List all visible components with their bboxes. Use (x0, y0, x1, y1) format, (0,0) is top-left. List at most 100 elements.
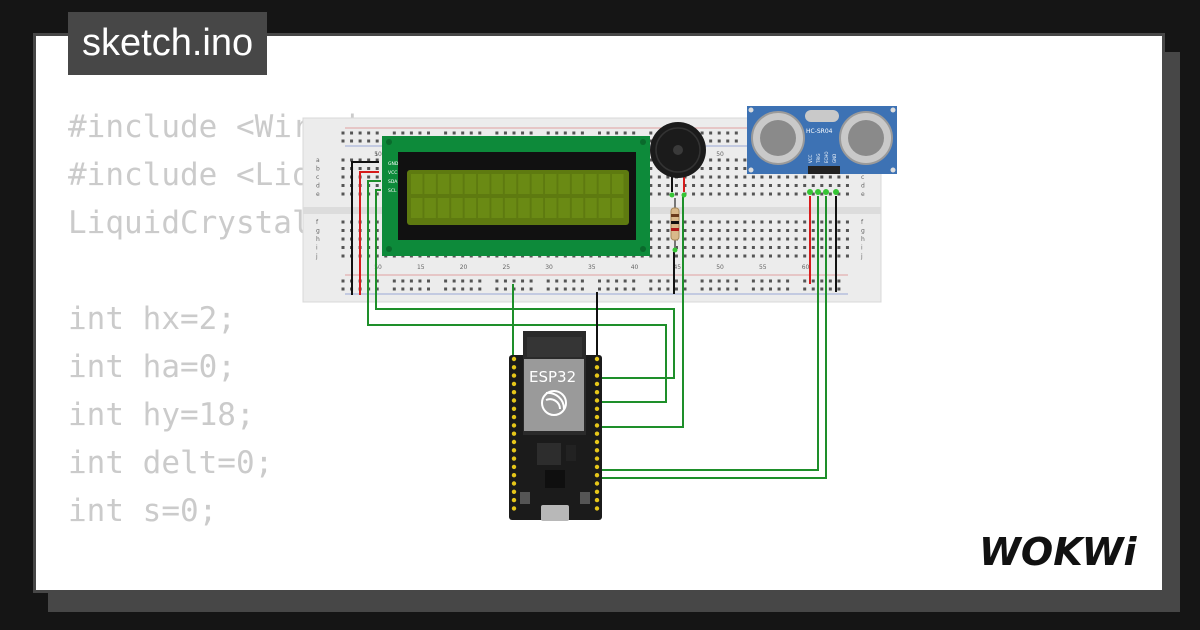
breadboard-label: 15 (417, 264, 425, 271)
breadboard-rail-hole (649, 131, 653, 135)
breadboard-hole (375, 237, 379, 241)
breadboard-hole (845, 184, 849, 187)
breadboard-rail-hole (734, 279, 738, 283)
breadboard-rail-hole (820, 287, 824, 291)
breadboard-rail-hole (769, 287, 772, 291)
breadboard-rail-hole (358, 131, 362, 135)
breadboard-hole (375, 184, 379, 187)
breadboard-hole (709, 254, 713, 258)
breadboard-hole (692, 237, 696, 241)
breadboard-hole (760, 254, 764, 258)
breadboard-hole (734, 254, 738, 258)
breadboard-hole (717, 220, 721, 224)
breadboard-hole (811, 229, 815, 232)
breadboard-hole (717, 175, 721, 179)
breadboard-rail-hole (649, 139, 653, 143)
lcd-char-cell (558, 198, 570, 218)
breadboard-rail-hole (606, 287, 610, 291)
esp32-pin (511, 473, 517, 478)
breadboard-rail-hole (409, 287, 413, 291)
breadboard-hole (760, 184, 764, 187)
breadboard-rail-hole (375, 139, 379, 143)
breadboard-hole (777, 192, 781, 196)
breadboard-hole (803, 246, 807, 249)
breadboard-hole (777, 237, 781, 241)
breadboard-rail-hole (734, 139, 738, 143)
lcd-char-cell (518, 198, 530, 218)
breadboard-rail-hole (700, 131, 704, 135)
breadboard-label: 10 (374, 264, 382, 271)
breadboard-hole (649, 184, 653, 187)
breadboard-hole (341, 158, 345, 162)
breadboard-rail-hole (503, 287, 507, 291)
breadboard-hole (717, 229, 721, 232)
breadboard-hole (700, 175, 704, 179)
ultrasonic-sensor: HC-SR04 VCC TRIG ECHO GND (747, 106, 897, 174)
esp32-pin (594, 489, 600, 494)
lcd-char-cell (424, 174, 436, 194)
breadboard-rail-hole (726, 139, 730, 143)
breadboard-rail-hole (726, 279, 730, 283)
esp32-pin (594, 506, 600, 511)
breadboard-hole (811, 175, 815, 179)
breadboard-hole (726, 246, 730, 249)
breadboard-rail-hole (478, 131, 482, 135)
lcd-char-cell (571, 198, 584, 218)
breadboard-rail-hole (837, 279, 841, 283)
breadboard-hole (794, 246, 798, 249)
breadboard-hole (726, 158, 730, 162)
breadboard-hole (760, 192, 764, 196)
breadboard-hole (751, 192, 755, 196)
breadboard-rail-hole (700, 279, 704, 283)
lcd-char-cell (531, 174, 544, 194)
breadboard-hole (700, 229, 704, 232)
lcd-char-cell (518, 174, 530, 194)
breadboard-hole (828, 246, 832, 249)
breadboard-hole (717, 254, 721, 258)
breadboard-rail-hole (606, 131, 610, 135)
breadboard-hole (341, 167, 345, 170)
lcd-char-cell (464, 198, 477, 218)
file-tab[interactable]: sketch.ino (68, 12, 268, 75)
code-line: int hx=2; (68, 301, 236, 337)
breadboard-rail-hole (521, 279, 525, 283)
lcd-char-cell (545, 174, 557, 194)
breadboard-hole (828, 220, 832, 224)
breadboard-hole (734, 192, 738, 196)
esp32-pin (594, 381, 600, 387)
breadboard-hole (803, 175, 807, 179)
breadboard-hole (666, 246, 670, 249)
breadboard-rail-hole (469, 131, 473, 135)
breadboard-hole (700, 237, 704, 241)
breadboard-hole (666, 184, 670, 187)
wokwi-logo: WOKWi (979, 530, 1138, 574)
breadboard-rail-hole (811, 279, 815, 283)
breadboard-hole (786, 254, 790, 258)
breadboard-hole (375, 192, 379, 196)
breadboard-hole (751, 229, 755, 232)
breadboard-label: 10 (374, 151, 382, 158)
breadboard-rail-hole (358, 139, 362, 143)
breadboard-hole (820, 254, 824, 258)
breadboard-hole (649, 175, 653, 179)
breadboard-hole (367, 158, 371, 162)
breadboard-rail-hole (580, 131, 584, 135)
breadboard-rail-hole (572, 287, 576, 291)
breadboard-label: e (861, 191, 865, 198)
esp32-pin (511, 464, 517, 470)
esp32-pin (511, 381, 517, 387)
breadboard-label: 50 (716, 264, 724, 271)
breadboard-hole (786, 220, 790, 224)
lcd-char-cell (585, 198, 597, 218)
breadboard-rail-hole (452, 287, 456, 291)
breadboard-hole (717, 192, 721, 196)
breadboard-hole (760, 175, 764, 179)
breadboard-rail-hole (726, 131, 730, 135)
breadboard-label: 5 (374, 151, 378, 158)
breadboard-hole (734, 220, 738, 224)
breadboard-hole (734, 246, 738, 249)
breadboard-rail-hole (452, 279, 456, 283)
breadboard-hole (845, 229, 849, 232)
breadboard-hole (803, 237, 807, 241)
breadboard-hole (803, 192, 807, 196)
